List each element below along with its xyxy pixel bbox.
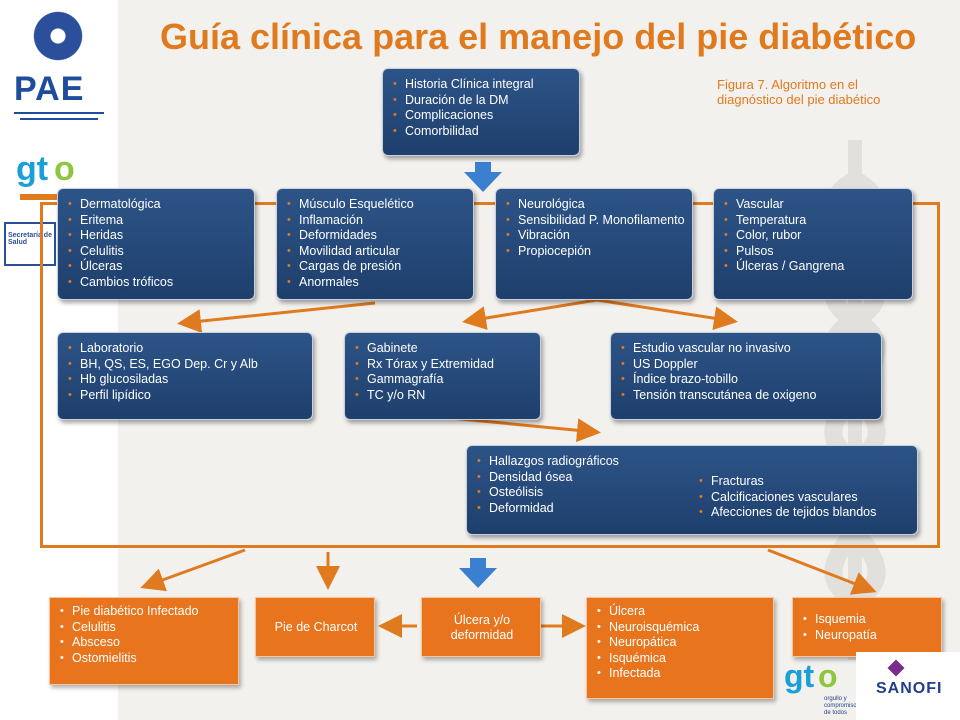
ulcera-item: Neuropática <box>595 635 767 651</box>
infectado-item: Celulitis <box>58 620 232 636</box>
laboratorio-item: Perfil lipídico <box>66 388 306 404</box>
dermatologica-item: Úlceras <box>66 259 248 275</box>
estudio-vascular-item: Índice brazo-tobillo <box>619 372 875 388</box>
musculo-item: Movilidad articular <box>285 244 467 260</box>
ulcera-item: Neuroisquémica <box>595 620 767 636</box>
neurologica-item: Sensibilidad P. Monofilamento <box>504 213 686 229</box>
ulcera-types-box: Úlcera Neuroisquémica Neuropática Isquém… <box>586 597 774 699</box>
caduceus-emblem-icon <box>30 8 86 64</box>
laboratorio-box: Laboratorio BH, QS, ES, EGO Dep. Cr y Al… <box>57 332 313 420</box>
sanofi-logo: SANOFI <box>856 652 960 720</box>
hallazgos-sub-item: Calcificaciones vasculares <box>697 490 876 506</box>
pae-underline-2 <box>20 118 98 120</box>
isquemia-item: Neuropatía <box>801 628 935 644</box>
pae-logo: PAE <box>8 8 108 138</box>
ulcera-item: Úlcera <box>595 604 767 620</box>
musculo-esqueletico-box: Músculo Esquelético Inflamación Deformid… <box>276 188 474 300</box>
gto-logo-text-a: gt <box>16 150 49 188</box>
ulcera-deformidad-label: Úlcera y/o deformidad <box>450 612 514 643</box>
hallazgos-sublist: Fracturas Calcificaciones vasculares Afe… <box>697 474 876 521</box>
dermatologica-item: Eritema <box>66 213 248 229</box>
gto-bottom-tagline: orgullo y compromiso de todos <box>824 696 857 716</box>
gabinete-item: Rx Tórax y Extremidad <box>353 357 534 373</box>
neurologica-item: Vibración <box>504 228 686 244</box>
gabinete-item: Gammagrafía <box>353 372 534 388</box>
sanofi-mark-icon <box>887 659 905 677</box>
estudio-vascular-item: Estudio vascular no invasivo <box>619 341 875 357</box>
gto-logo-text-b: o <box>54 150 75 188</box>
ulcera-deformidad-box: Úlcera y/o deformidad <box>421 597 541 657</box>
hallazgos-item: Hallazgos radiográficos <box>475 454 911 470</box>
vascular-item: Pulsos <box>722 244 906 260</box>
laboratorio-item: BH, QS, ES, EGO Dep. Cr y Alb <box>66 357 306 373</box>
historia-clinica-box: Historia Clínica integral Duración de la… <box>382 68 580 156</box>
neurologica-item: Propiocepión <box>504 244 686 260</box>
isquemia-box: Isquemia Neuropatía <box>792 597 942 657</box>
hallazgos-item: Osteólisis <box>475 485 911 501</box>
infectado-item: Pie diabético Infectado <box>58 604 232 620</box>
dermatologica-item: Cambios tróficos <box>66 275 248 291</box>
hallazgos-sub-item: Fracturas <box>697 474 876 490</box>
arrow-to-infectado <box>140 548 246 592</box>
dermatologica-item: Heridas <box>66 228 248 244</box>
historia-item: Historia Clínica integral <box>391 77 573 93</box>
historia-item: Comorbilidad <box>391 124 573 140</box>
sanofi-logo-text: SANOFI <box>876 680 943 697</box>
hallazgos-sub-item: Afecciones de tejidos blandos <box>697 505 876 521</box>
neurologica-item: Neurológica <box>504 197 686 213</box>
laboratorio-item: Laboratorio <box>66 341 306 357</box>
estudio-vascular-item: Tensión transcutánea de oxigeno <box>619 388 875 404</box>
vascular-box: Vascular Temperatura Color, rubor Pulsos… <box>713 188 913 300</box>
historia-item: Complicaciones <box>391 108 573 124</box>
vascular-item: Úlceras / Gangrena <box>722 259 906 275</box>
dermatologica-box: Dermatológica Eritema Heridas Celulitis … <box>57 188 255 300</box>
assessment-frame <box>40 202 940 548</box>
gto-bottom-logo: gt o orgullo y compromiso de todos <box>780 652 857 720</box>
pie-infectado-box: Pie diabético Infectado Celulitis Absces… <box>49 597 239 685</box>
gabinete-item: Gabinete <box>353 341 534 357</box>
ulcera-item: Isquémica <box>595 651 767 667</box>
gto-bottom-text-a: gt <box>784 658 815 694</box>
infectado-item: Absceso <box>58 635 232 651</box>
musculo-item: Cargas de presión <box>285 259 467 275</box>
secretaria-logo-text: Secretaría de Salud <box>8 232 52 246</box>
vascular-item: Temperatura <box>722 213 906 229</box>
page-title: Guía clínica para el manejo del pie diab… <box>160 16 917 57</box>
secretaria-logo: Secretaría de Salud <box>4 222 56 266</box>
hallazgos-item: Densidad ósea <box>475 470 911 486</box>
dermatologica-item: Dermatológica <box>66 197 248 213</box>
estudio-vascular-item: US Doppler <box>619 357 875 373</box>
gabinete-box: Gabinete Rx Tórax y Extremidad Gammagraf… <box>344 332 541 420</box>
figure-caption: Figura 7. Algoritmo en el diagnóstico de… <box>717 77 881 107</box>
gto-bottom-text-b: o <box>818 658 838 694</box>
neurologica-box: Neurológica Sensibilidad P. Monofilament… <box>495 188 693 300</box>
historia-item: Duración de la DM <box>391 93 573 109</box>
gabinete-item: TC y/o RN <box>353 388 534 404</box>
infectado-item: Ostomielitis <box>58 651 232 667</box>
pae-logo-text: PAE <box>14 70 85 108</box>
ulcera-item: Infectada <box>595 666 767 682</box>
dermatologica-item: Celulitis <box>66 244 248 260</box>
vascular-item: Color, rubor <box>722 228 906 244</box>
vascular-item: Vascular <box>722 197 906 213</box>
laboratorio-item: Hb glucosiladas <box>66 372 306 388</box>
hallazgos-box: Hallazgos radiográficos Densidad ósea Os… <box>466 445 918 535</box>
pae-underline <box>14 112 104 114</box>
musculo-item: Inflamación <box>285 213 467 229</box>
musculo-item: Anormales <box>285 275 467 291</box>
musculo-item: Deformidades <box>285 228 467 244</box>
isquemia-item: Isquemia <box>801 612 935 628</box>
gto-logo-bar <box>20 194 90 200</box>
pie-charcot-box: Pie de Charcot <box>255 597 375 657</box>
hallazgos-item: Deformidad <box>475 501 911 517</box>
estudio-vascular-box: Estudio vascular no invasivo US Doppler … <box>610 332 882 420</box>
big-down-arrow-2 <box>459 558 497 588</box>
gto-logo: gt o <box>16 150 96 210</box>
musculo-item: Músculo Esquelético <box>285 197 467 213</box>
charcot-label: Pie de Charcot <box>274 620 358 635</box>
